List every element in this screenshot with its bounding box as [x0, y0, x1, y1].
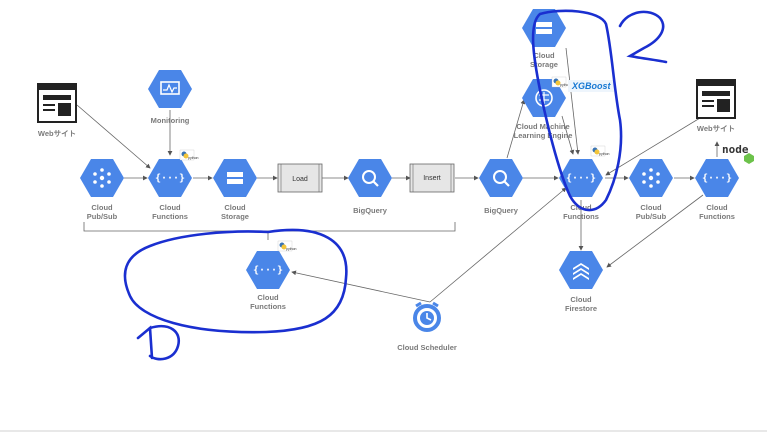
bigquery-icon-1	[348, 159, 392, 197]
functions-icon-bottom: {···}	[246, 251, 290, 289]
annotation-1	[123, 228, 348, 361]
storage-icon-1	[213, 159, 257, 197]
svg-text:python: python	[560, 83, 571, 87]
load-box: Load	[277, 163, 323, 193]
svg-text:python: python	[599, 152, 610, 156]
xgboost-logo: XGBoost	[568, 80, 614, 92]
scheduler-label: Cloud Scheduler	[397, 343, 457, 352]
python-badge-2: python	[590, 145, 610, 157]
svg-text:{···}: {···}	[566, 173, 596, 184]
annotation-2	[531, 9, 668, 212]
svg-text:node: node	[722, 143, 749, 156]
svg-text:{···}: {···}	[155, 173, 185, 184]
functions-icon-1: {···}	[148, 159, 192, 197]
storage-icon-2	[522, 9, 566, 47]
svg-text:python: python	[188, 156, 199, 160]
insert-box: Insert	[409, 163, 455, 193]
svg-text:XGBoost: XGBoost	[571, 81, 612, 91]
svg-text:{···}: {···}	[702, 173, 732, 184]
svg-text:Insert: Insert	[423, 175, 441, 182]
nodejs-badge: node	[722, 143, 754, 164]
connectors	[76, 47, 720, 303]
pubsub-icon-left	[80, 159, 124, 197]
bigquery-icon-2	[479, 159, 523, 197]
python-badge-1: python	[179, 149, 199, 161]
python-badge-bottom: python	[277, 240, 297, 252]
svg-text:Load: Load	[292, 176, 308, 183]
svg-text:python: python	[286, 247, 297, 251]
web2-label: Webサイト	[697, 124, 735, 133]
functions-icon-2: {···}	[559, 159, 603, 197]
monitoring-icon	[148, 70, 192, 108]
bigquery2-label: BigQuery	[484, 206, 519, 215]
ml-engine-icon	[522, 79, 566, 117]
web1-label: Webサイト	[38, 129, 76, 138]
python-badge-ml: python	[551, 76, 571, 88]
scheduler-icon	[413, 301, 441, 332]
monitoring-label: Monitoring	[151, 116, 190, 125]
functions-icon-3: {···}	[695, 159, 739, 197]
pubsub-icon-right	[629, 159, 673, 197]
firestore-icon	[559, 251, 603, 289]
website-icon-left	[37, 83, 77, 123]
website-icon-right	[696, 79, 736, 119]
svg-text:{···}: {···}	[253, 265, 283, 276]
bigquery1-label: BigQuery	[353, 206, 388, 215]
